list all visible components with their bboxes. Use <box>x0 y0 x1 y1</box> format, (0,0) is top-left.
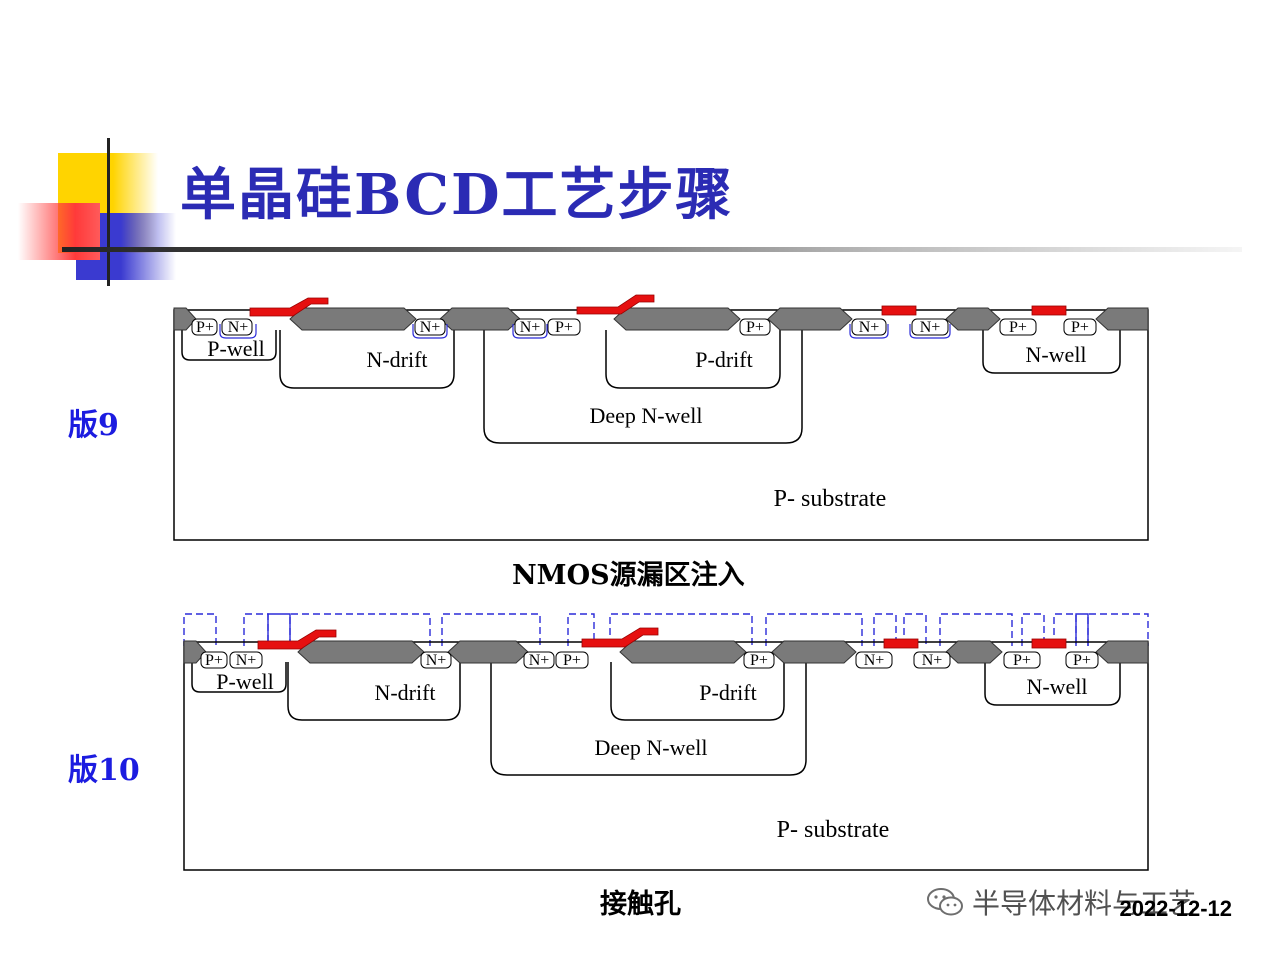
gate-ldmos-n <box>249 297 329 317</box>
region-label-deepnwell-10: Deep N-well <box>594 735 707 760</box>
field-oxide-6 <box>945 307 1001 331</box>
caption-step9: NMOS源漏区注入 <box>512 560 745 591</box>
pwell-region <box>181 330 277 361</box>
region-label-nwell-10: N-well <box>1026 674 1087 699</box>
implant-label-p3: P+ <box>746 319 764 336</box>
implant-label-n5-10: N+ <box>922 652 943 669</box>
implant-label-p4: P+ <box>1009 319 1027 336</box>
implant-p1 <box>191 318 218 336</box>
implant-label-p4-10: P+ <box>1013 652 1031 669</box>
watermark-text: 半导体材料与工艺 <box>972 887 1197 920</box>
implant-p3 <box>739 318 771 336</box>
plate-label-9: 版9 <box>68 408 119 443</box>
implant-label-p3-10: P+ <box>750 652 768 669</box>
implant-label-n1: N+ <box>228 319 249 336</box>
region-label-ndrift-10: N-drift <box>374 680 435 705</box>
implant-p4 <box>999 318 1037 336</box>
gate-nmos <box>881 305 917 316</box>
implant-label-n2: N+ <box>420 319 441 336</box>
implant-n5 <box>911 318 949 336</box>
region-label-pwell-10: P-well <box>216 669 273 694</box>
implant-label-n3-10: N+ <box>529 652 550 669</box>
deco-vertical-line <box>107 138 110 286</box>
implant-label-n3: N+ <box>520 319 541 336</box>
implant-n3 <box>514 318 546 336</box>
implant-n2 <box>414 318 446 336</box>
region-label-ndrift: N-drift <box>366 347 427 372</box>
field-oxide-5 <box>767 307 853 331</box>
implant-label-n4: N+ <box>859 319 880 336</box>
implant-label-n4-10: N+ <box>864 652 885 669</box>
nwell-region <box>982 330 1121 374</box>
implant-label-p1-10: P+ <box>205 652 223 669</box>
field-oxide-2 <box>289 307 417 331</box>
pdrift-region <box>605 330 781 389</box>
gate-ldmos-p <box>576 294 655 315</box>
field-oxide-4 <box>613 307 741 331</box>
implant-n1 <box>221 318 253 336</box>
region-label-substrate: P- substrate <box>774 486 887 512</box>
deco-horizontal-line <box>62 247 1242 252</box>
region-label-substrate-10: P- substrate <box>777 817 890 843</box>
watermark: 半导体材料与工艺 <box>926 882 1196 922</box>
region-label-pdrift-10: P-drift <box>699 680 756 705</box>
implant-label-p5-10: P+ <box>1073 652 1091 669</box>
wechat-icon <box>926 886 964 918</box>
implant-label-n5: N+ <box>920 319 941 336</box>
field-oxide-7 <box>1095 307 1149 331</box>
implant-label-p1: P+ <box>196 319 214 336</box>
region-label-pdrift: P-drift <box>695 347 752 372</box>
contact-mask <box>183 613 1149 646</box>
slide-title: 单晶硅BCD工艺步骤 <box>180 162 734 228</box>
deepnwell-region <box>483 330 803 444</box>
implant-p2 <box>547 318 581 336</box>
ndrift-region <box>279 330 455 389</box>
implant-n4 <box>851 318 887 336</box>
implant-label-p5: P+ <box>1071 319 1089 336</box>
slide-date: 2022-12-12 <box>1119 896 1232 921</box>
implant-label-p2-10: P+ <box>563 652 581 669</box>
implant-label-n2-10: N+ <box>426 652 447 669</box>
implant-label-p2: P+ <box>555 319 573 336</box>
implant-label-n1-10: N+ <box>236 652 257 669</box>
region-label-nwell: N-well <box>1025 342 1086 367</box>
gate-pmos <box>1031 305 1067 316</box>
field-oxide-1 <box>173 307 197 331</box>
region-label-pwell: P-well <box>207 336 264 361</box>
region-label-deepnwell: Deep N-well <box>589 403 702 428</box>
caption-step10: 接触孔 <box>600 889 681 920</box>
plate-label-10: 版10 <box>68 753 140 788</box>
implant-p5 <box>1063 318 1097 336</box>
